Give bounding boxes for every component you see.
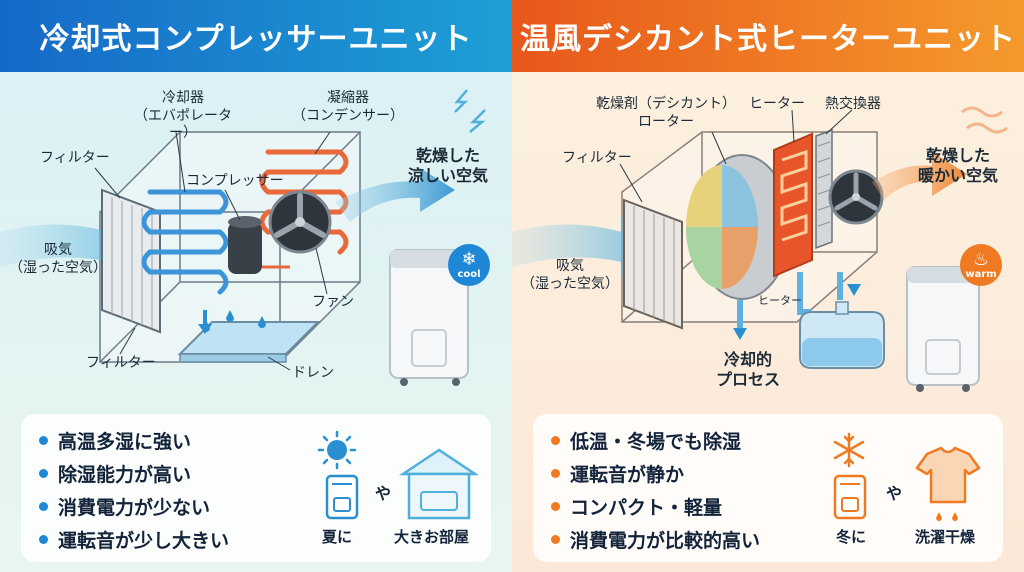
feature-item: 低温・冬場でも除湿 [551, 424, 760, 457]
feature-item: 高温多湿に強い [39, 424, 229, 457]
summer-room-illustration [317, 430, 480, 520]
feature-item: 消費電力が比較的高い [551, 523, 760, 556]
feature-item: 運転音が少し大きい [39, 523, 229, 556]
house-icon [398, 448, 480, 520]
feature-item: 除湿能力が高い [39, 457, 229, 490]
flow-arrow-down [847, 284, 861, 296]
heat-icon: ♨ [972, 248, 990, 270]
compressor-features: 高温多湿に強い 除湿能力が高い 消費電力が少ない 運転音が少し大きい [21, 414, 491, 562]
leader-lines [94, 131, 331, 371]
dehumidifier-icon [833, 474, 867, 520]
fan-icon [828, 169, 884, 225]
heater-label: ヒーター [749, 96, 805, 112]
heater-block [773, 132, 813, 278]
use-connector-right: や [886, 484, 903, 503]
filter-grille [623, 198, 683, 330]
intake-air-label: 吸気 （湿った空気） [521, 258, 619, 292]
compressor-title: 冷却式コンプレッサーユニット [0, 0, 512, 72]
desiccant-title: 温風デシカント式ヒーターユニット [512, 0, 1024, 72]
dehumidifier-icon [325, 474, 359, 520]
use-connector-left: や [375, 484, 392, 503]
desiccant-features: 低温・冬場でも除湿 運転音が静か コンパクト・軽量 消費電力が比較的高い や 冬… [533, 414, 1003, 562]
filter-top-label: フィルター [40, 150, 110, 166]
cooling-process-label: 冷却的 プロセス [716, 350, 781, 389]
flow-arrow-down [733, 328, 747, 340]
use-laundry: 洗濯干燥 [915, 528, 976, 546]
outlet-air-label: 乾燥した 暖かい空気 [917, 146, 998, 185]
dehumidifier-appliance [389, 249, 469, 386]
use-season-winter: 冬に [836, 528, 867, 546]
cool-badge: ❄ cool [448, 244, 490, 286]
snowflake-icon [833, 432, 865, 468]
sun-icon [317, 430, 357, 470]
intake-air-label: 吸気 （湿った空気） [9, 242, 107, 276]
warm-badge: ♨ warm [960, 244, 1002, 286]
use-large-room: 大きお部屋 [394, 528, 470, 546]
compressor-cylinder [228, 216, 290, 274]
water-tank [799, 301, 885, 369]
use-season-summer: 夏に [322, 528, 353, 546]
desiccant-rotor [686, 154, 791, 300]
heat-exchanger [815, 128, 833, 250]
heater-small-label: ヒーター [758, 294, 802, 307]
winter-laundry-illustration [833, 432, 981, 521]
compressor-panel: 冷却式コンプレッサーユニット [0, 0, 512, 572]
warm-wind-icon [961, 106, 1008, 134]
cooler-label: 冷却器 （エバポレーター） [134, 90, 232, 141]
drain-tray [177, 310, 321, 363]
filter-label: フィルター [562, 150, 632, 166]
cool-wind-icon [454, 89, 486, 133]
filter-bottom-label: フィルター [86, 355, 156, 371]
feature-item: コンパクト・軽量 [551, 490, 760, 523]
outlet-air-arrow [872, 152, 967, 200]
feature-item: 消費電力が少ない [39, 490, 229, 523]
condenser-label: 凝縮器 （コンデンサー） [292, 90, 404, 124]
snowflake-icon: ❄ [461, 248, 477, 270]
evaporator-coil [141, 189, 229, 295]
dehumidifier-appliance [906, 266, 980, 392]
desiccant-panel: 温風デシカント式ヒーターユニット [512, 0, 1024, 572]
compressor-diagram [0, 89, 486, 386]
feature-item: 運転音が静か [551, 457, 760, 490]
outlet-air-arrow [335, 168, 455, 222]
drain-label: ドレン [292, 365, 334, 381]
leader-lines [619, 109, 853, 203]
exchanger-label: 熱交換器 [825, 96, 881, 112]
rotor-label: 乾燥剤（デシカント） ローター [596, 96, 736, 130]
compressor-label: コンプレッサー [186, 173, 284, 189]
outlet-air-label: 乾燥した 涼しい空気 [407, 146, 488, 185]
fan-label: ファン [312, 294, 354, 310]
tshirt-icon [915, 446, 981, 521]
fan-icon [268, 190, 332, 254]
